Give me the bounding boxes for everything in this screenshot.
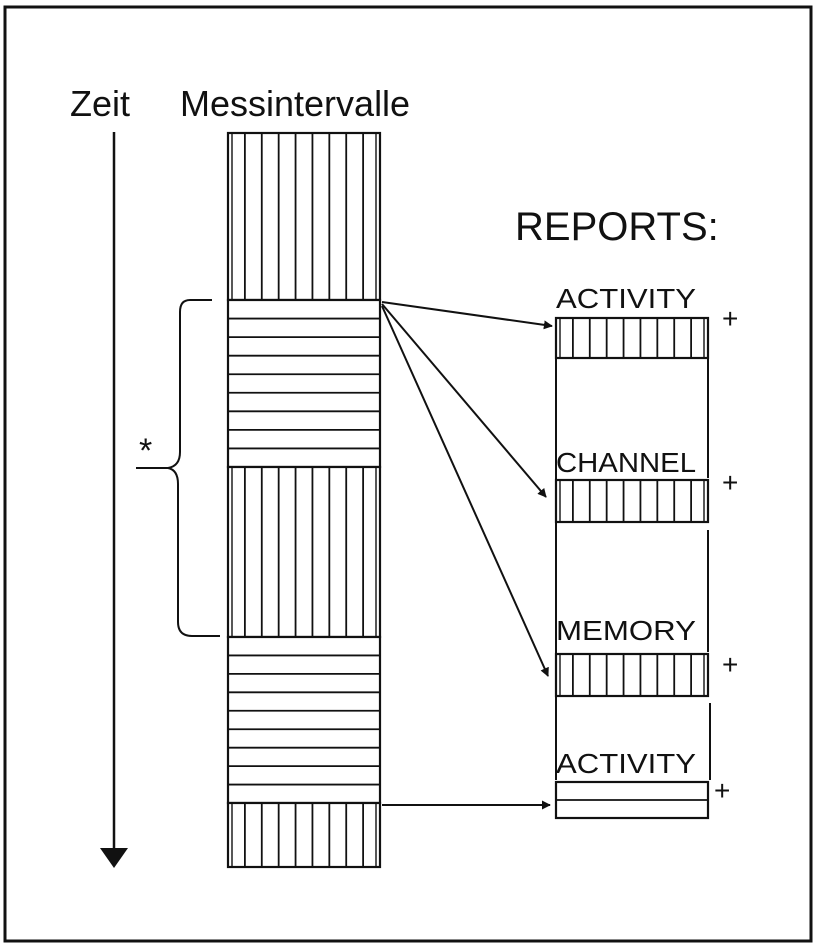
interval-block bbox=[226, 635, 382, 805]
report-hatch-block bbox=[554, 478, 710, 524]
interval-block bbox=[226, 801, 382, 869]
report-marker: + bbox=[722, 649, 738, 680]
brace-marker: * bbox=[139, 432, 152, 470]
interval-column bbox=[226, 131, 382, 869]
report-item: MEMORY + bbox=[554, 615, 738, 698]
report-stack: ACTIVITY + CHANNEL + MEMORY + ACTIVITY + bbox=[554, 283, 738, 820]
interval-block bbox=[226, 131, 382, 302]
arrow-to-memory bbox=[381, 305, 549, 677]
report-hatch-block bbox=[554, 652, 710, 698]
report-hatch-block bbox=[554, 780, 710, 820]
interval-block bbox=[226, 465, 382, 639]
time-axis-arrow bbox=[100, 132, 128, 868]
report-marker: + bbox=[722, 467, 738, 498]
report-marker: + bbox=[722, 303, 738, 334]
report-item: ACTIVITY + bbox=[554, 283, 738, 360]
report-name: ACTIVITY bbox=[556, 748, 696, 779]
report-marker: + bbox=[714, 775, 730, 806]
report-name: MEMORY bbox=[556, 615, 696, 646]
reports-heading: REPORTS: bbox=[515, 205, 719, 249]
interval-brace bbox=[136, 299, 220, 637]
report-item: ACTIVITY + bbox=[554, 748, 730, 820]
report-hatch-block bbox=[554, 316, 710, 360]
intervals-label: Messintervalle bbox=[180, 83, 410, 124]
report-arrows bbox=[381, 301, 553, 810]
report-item: CHANNEL + bbox=[554, 447, 738, 524]
report-name: CHANNEL bbox=[556, 447, 696, 478]
report-name: ACTIVITY bbox=[556, 283, 696, 314]
report-frame bbox=[555, 358, 711, 780]
interval-block bbox=[226, 298, 382, 469]
time-axis-label: Zeit bbox=[70, 83, 130, 124]
arrow-to-channel bbox=[381, 303, 547, 498]
arrow-to-activity bbox=[381, 301, 553, 330]
